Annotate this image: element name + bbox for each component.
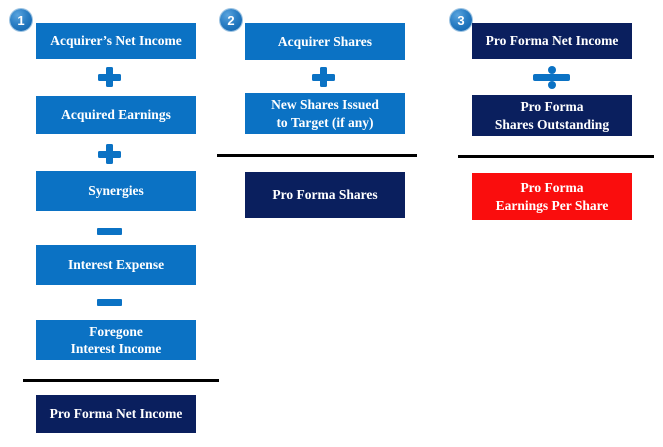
sum-line [217, 154, 417, 157]
minus-icon [97, 228, 122, 235]
divide-icon [533, 66, 570, 89]
box-interest-expense: Interest Expense [36, 245, 196, 285]
box-pro-forma-shares-result: Pro Forma Shares [245, 172, 405, 218]
divide-dot [547, 66, 556, 74]
plus-icon [312, 67, 335, 87]
box-pro-forma-net-income-result: Pro Forma Net Income [36, 395, 196, 433]
box-new-shares-issued: New Shares Issued to Target (if any) [245, 93, 405, 134]
box-pro-forma-net-income: Pro Forma Net Income [472, 23, 632, 59]
box-acquirer-shares: Acquirer Shares [245, 23, 405, 60]
step-number-3: 3 [450, 9, 472, 31]
sum-line [23, 379, 219, 382]
step-number-1: 1 [10, 9, 32, 31]
divide-dot [547, 81, 556, 89]
box-pro-forma-shares-outstanding: Pro Forma Shares Outstanding [472, 95, 632, 136]
plus-icon [98, 144, 121, 164]
minus-icon [97, 299, 122, 306]
box-acquired-earnings: Acquired Earnings [36, 96, 196, 134]
step-number-2: 2 [220, 9, 242, 31]
box-acquirers-net-income: Acquirer’s Net Income [36, 23, 196, 59]
plus-icon [98, 67, 121, 87]
box-synergies: Synergies [36, 171, 196, 211]
sum-line [458, 155, 654, 158]
box-pro-forma-earnings-per-share: Pro Forma Earnings Per Share [472, 173, 632, 220]
box-foregone-interest-income: Foregone Interest Income [36, 320, 196, 360]
divide-bar [533, 74, 570, 81]
